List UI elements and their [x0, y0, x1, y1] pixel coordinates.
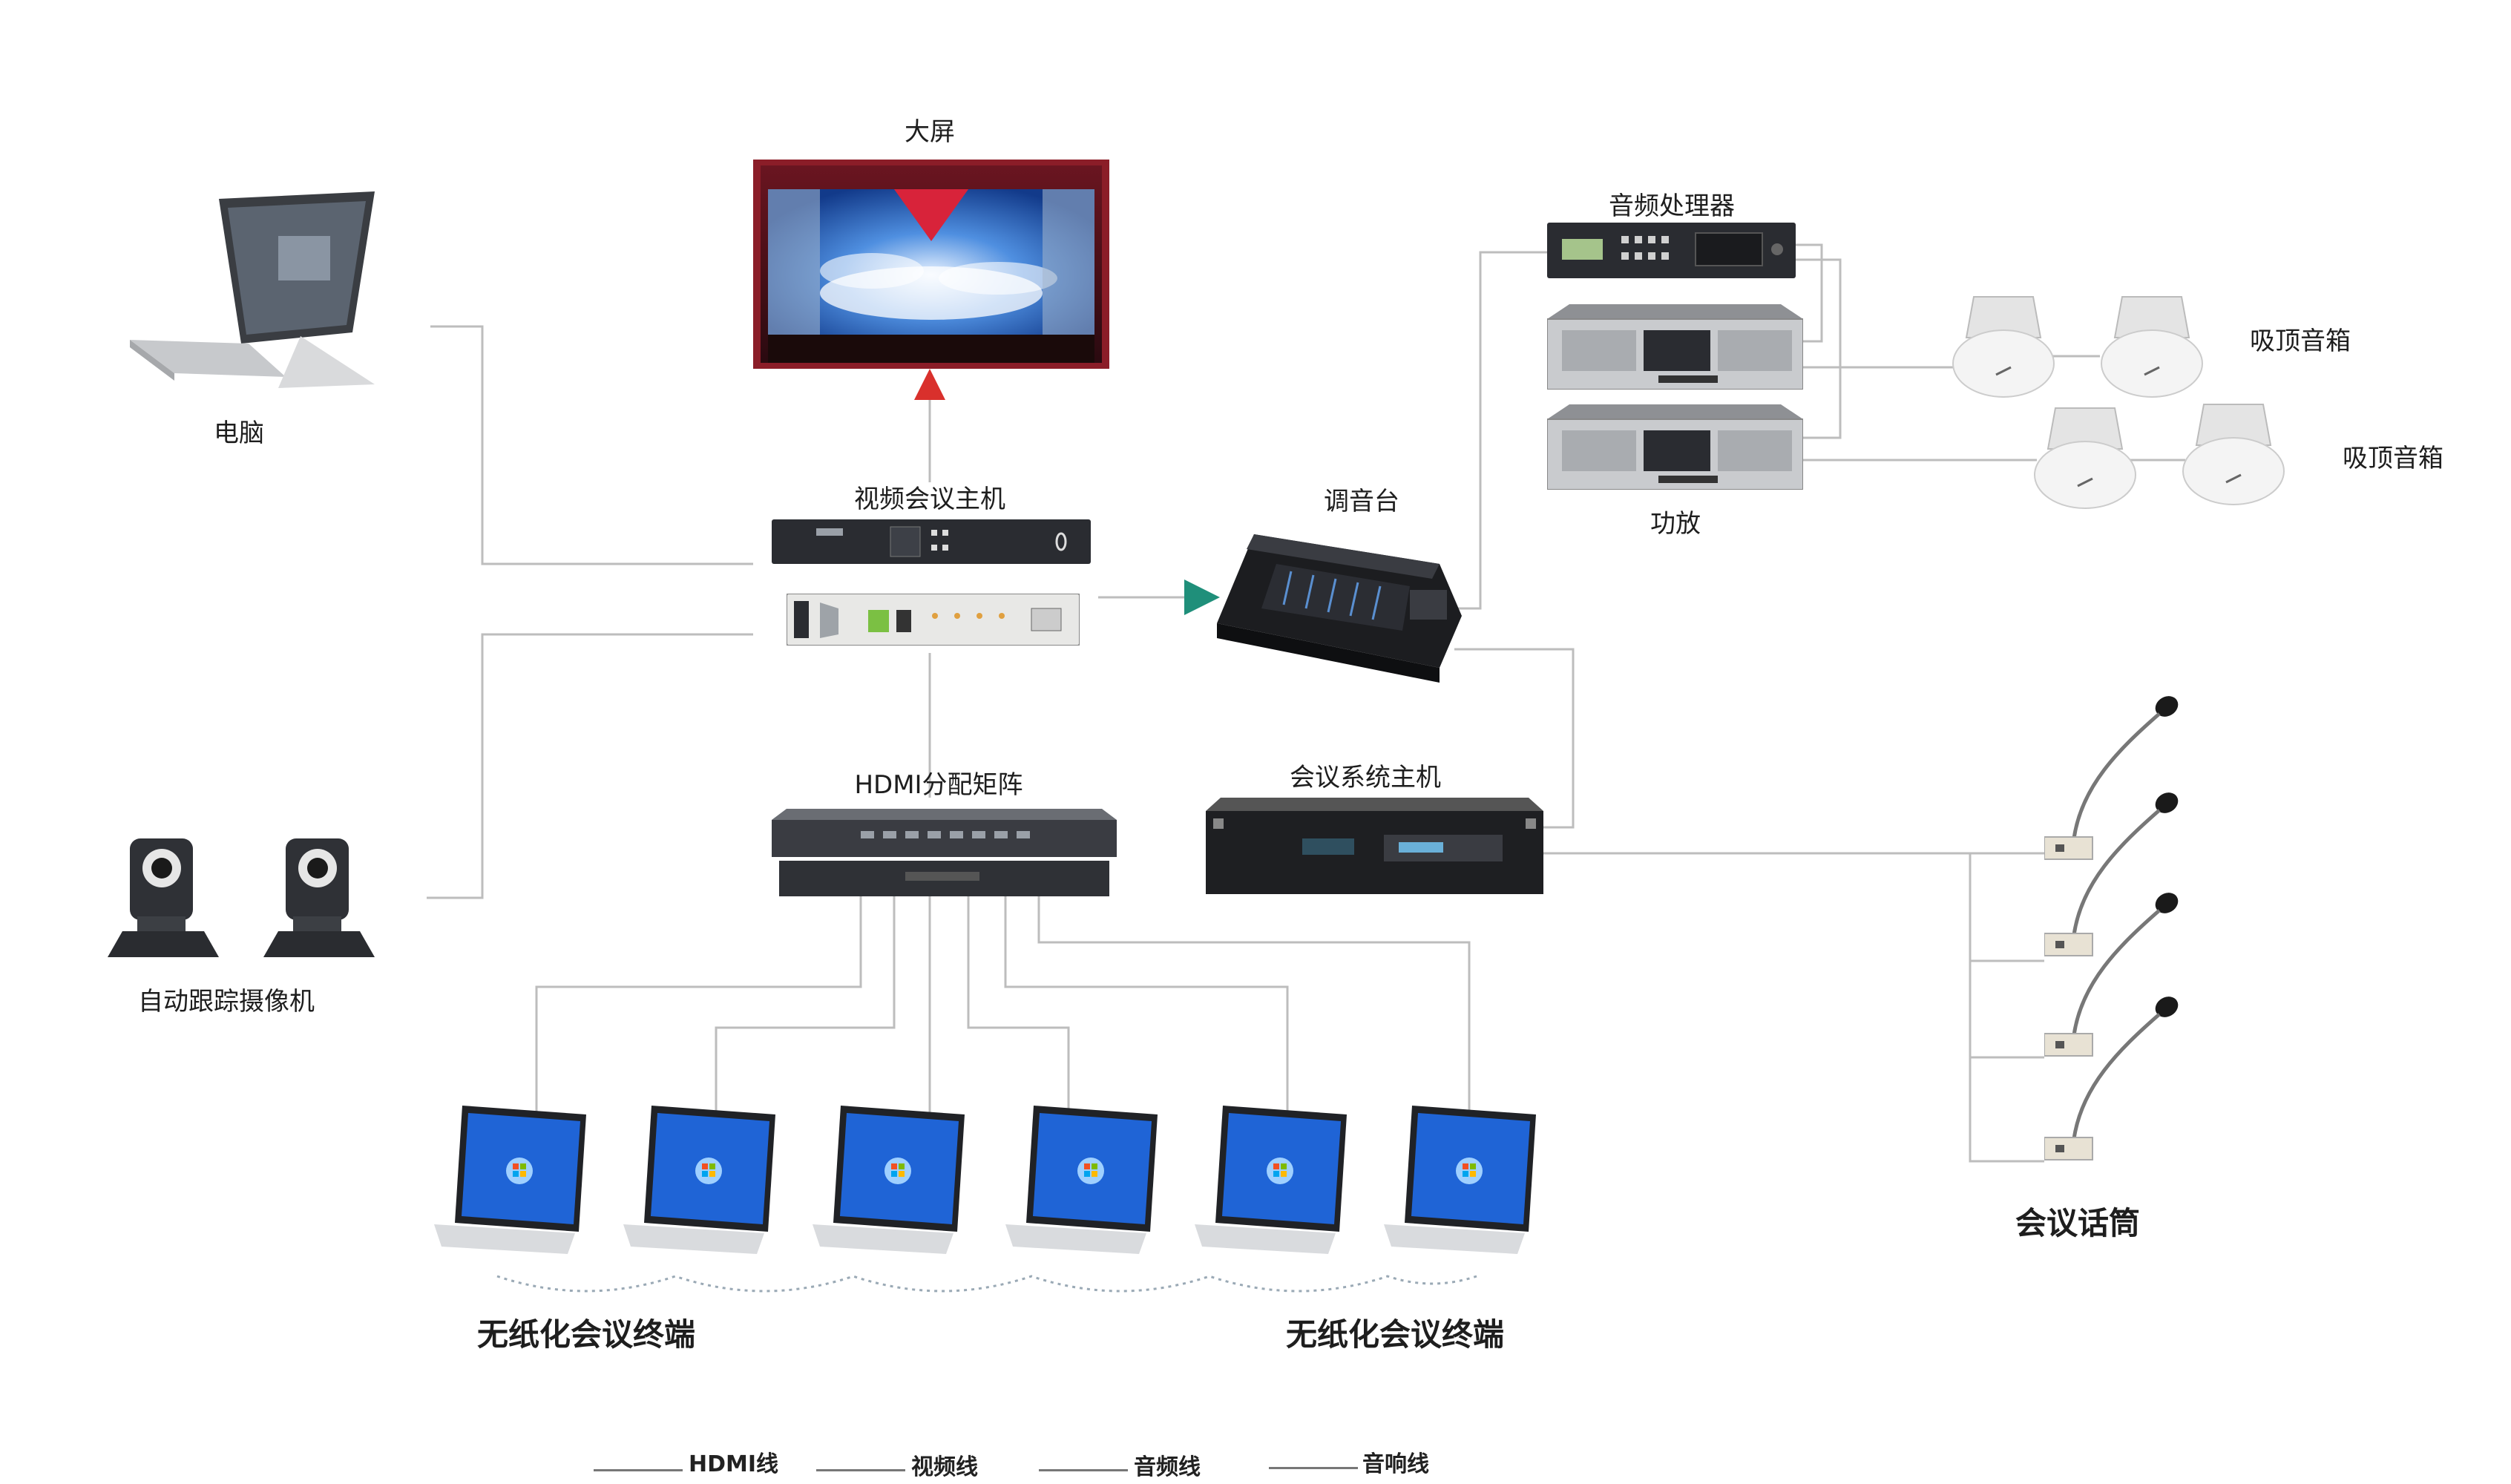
lift-monitor-icon — [623, 1106, 775, 1254]
legend-speaker-label: 音响线 — [1362, 1451, 1429, 1477]
mixer-label: 调音台 — [1324, 487, 1399, 516]
ptz-camera-icon — [263, 838, 375, 957]
mic-label: 会议话筒 — [2015, 1205, 2141, 1241]
legend-video-line — [816, 1469, 905, 1471]
hdmi-matrix-icon — [772, 809, 1117, 896]
legend-video-label: 视频线 — [911, 1454, 978, 1480]
lift-monitor-icon — [1005, 1106, 1158, 1254]
ceiling-speaker-icon — [2182, 404, 2285, 505]
legend-hdmi-label: HDMI线 — [689, 1451, 779, 1477]
terminal-right-label: 无纸化会议终端 — [1285, 1316, 1505, 1353]
gooseneck-mic-icon — [2044, 696, 2179, 860]
ceiling-speaker-icon — [2034, 407, 2136, 509]
conference-host-label: 会议系统主机 — [1290, 763, 1441, 792]
rack-unit-icon — [1547, 223, 1796, 278]
ceiling-speaker-2-label: 吸顶音箱 — [2343, 444, 2443, 473]
wire-computer-host — [430, 325, 753, 565]
legend-audio-label: 音频线 — [1134, 1454, 1201, 1480]
audio-processor-label: 音频处理器 — [1609, 191, 1735, 221]
ptz-camera-icon — [108, 838, 219, 957]
ceiling-speaker-icon — [2101, 296, 2203, 398]
laptop-icon — [130, 191, 375, 388]
gooseneck-mic-icon — [2044, 997, 2179, 1160]
wire-camera-host — [427, 633, 753, 899]
wire-mixer-processor — [1451, 251, 1547, 610]
lift-monitor-icon — [1195, 1106, 1347, 1254]
amplifier-label: 功放 — [1650, 509, 1701, 539]
video-host-label: 视频会议主机 — [854, 485, 1005, 514]
power-amplifier-icon — [1547, 304, 1803, 390]
wire-mixer-conf — [1454, 648, 1575, 829]
rack-unit-icon — [787, 594, 1080, 646]
rack-unit-icon — [1206, 798, 1543, 894]
power-amplifier-icon — [1547, 404, 1803, 490]
computer-label: 电脑 — [214, 418, 264, 448]
mixing-console-icon — [1217, 534, 1462, 683]
hdmi-matrix-label: HDMI分配矩阵 — [854, 770, 1023, 800]
ptz-camera-label: 自动跟踪摄像机 — [138, 987, 315, 1017]
terminal-left-label: 无纸化会议终端 — [476, 1316, 696, 1353]
rack-unit-icon — [772, 519, 1091, 564]
legend-hdmi-line — [594, 1469, 683, 1471]
ceiling-speaker-icon — [1952, 296, 2055, 398]
big-screen-label: 大屏 — [905, 117, 955, 147]
stage-led-screen-icon — [753, 160, 1109, 369]
lift-monitor-icon — [434, 1106, 586, 1254]
gooseneck-mic-icon — [2044, 893, 2179, 1057]
lift-monitor-icon — [813, 1106, 965, 1254]
ceiling-speaker-1-label: 吸顶音箱 — [2250, 326, 2351, 356]
lift-monitor-icon — [1384, 1106, 1536, 1254]
legend-audio-line — [1039, 1469, 1128, 1471]
legend-speaker-line — [1269, 1467, 1358, 1469]
gooseneck-mic-icon — [2044, 792, 2179, 956]
